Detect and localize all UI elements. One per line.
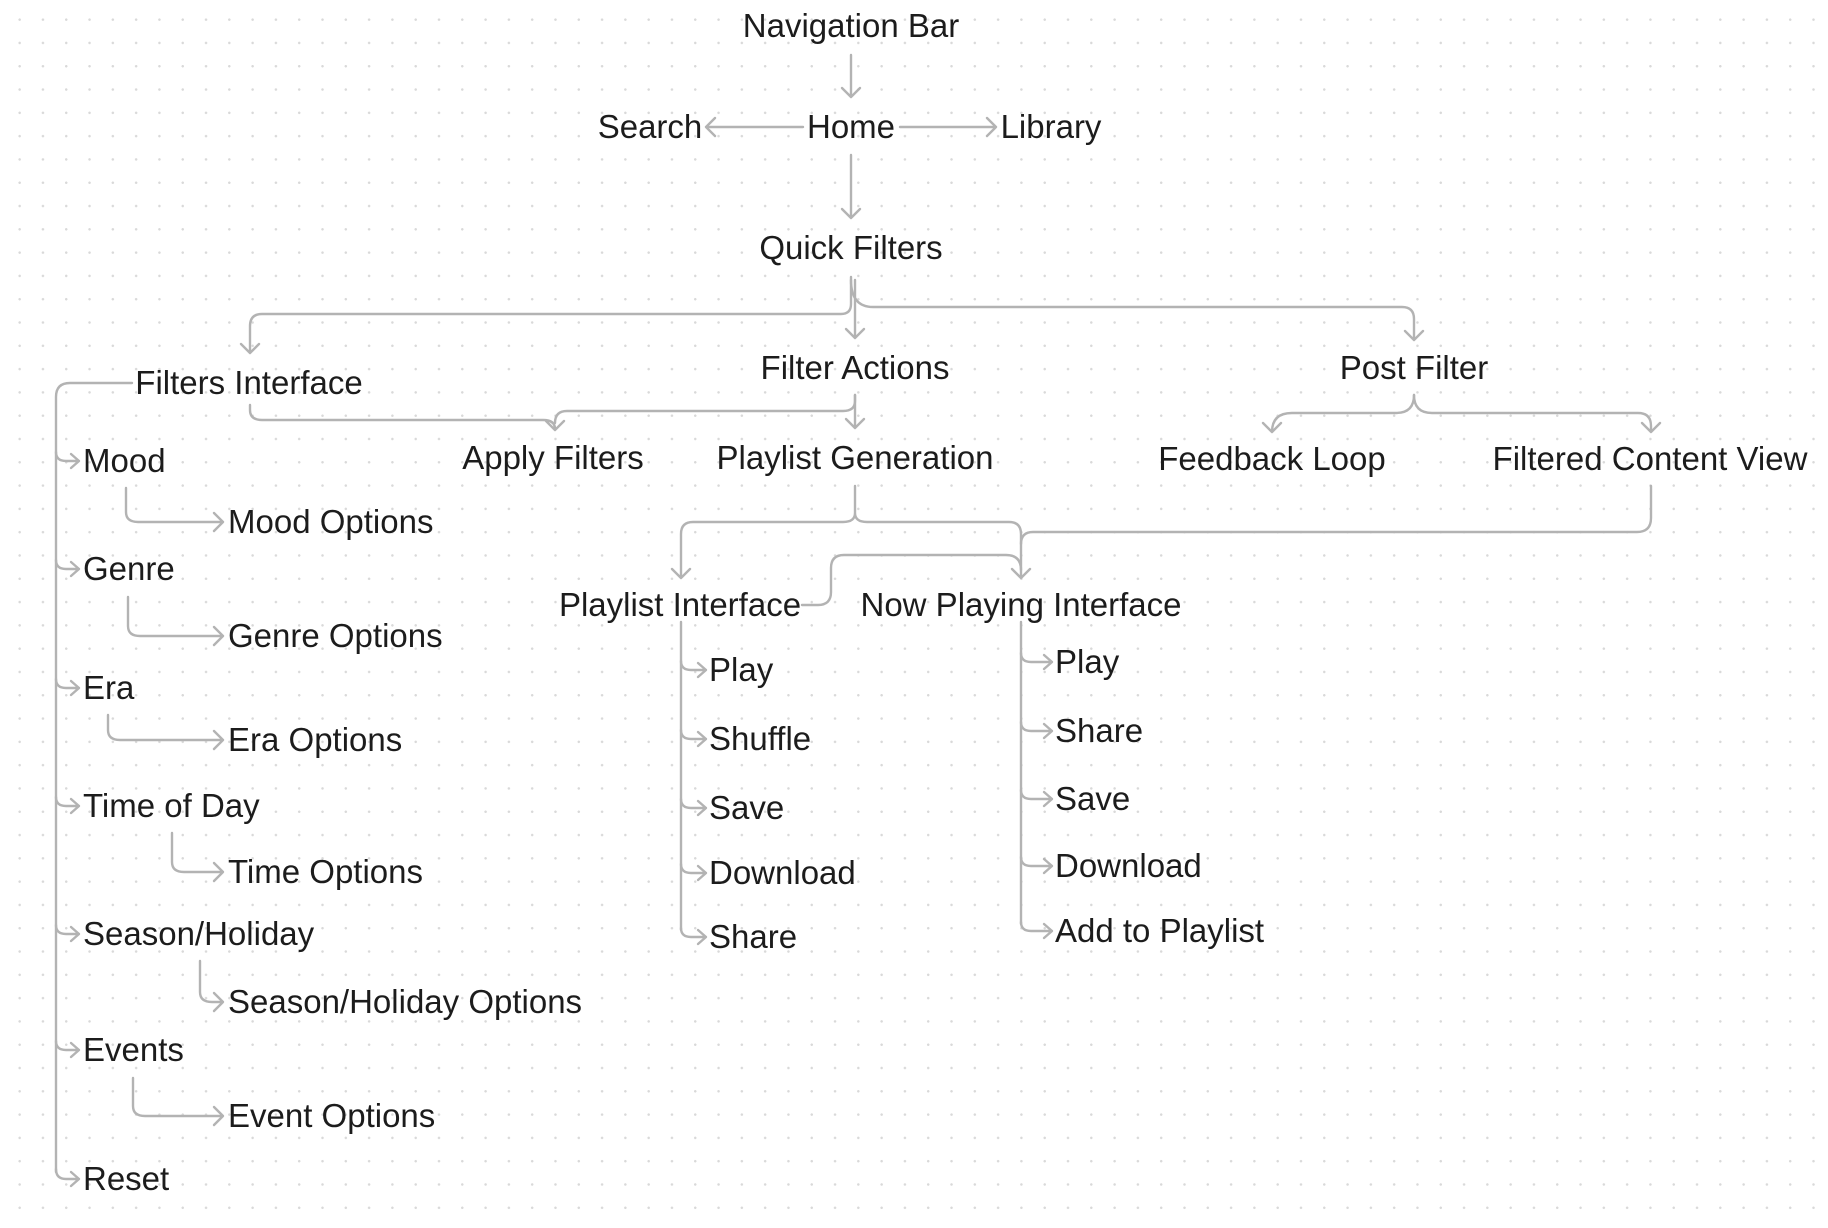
node-np-save[interactable]: Save: [1055, 780, 1131, 817]
node-playlist-generation[interactable]: Playlist Generation: [716, 439, 994, 476]
edge-trunk-mood: [54, 450, 81, 470]
edge-timeofday-timeoptions: [170, 831, 225, 883]
node-apply-filters[interactable]: Apply Filters: [462, 439, 644, 476]
edge-navbar-home: [840, 53, 862, 99]
node-events[interactable]: Events: [83, 1031, 184, 1068]
node-playlist-interface[interactable]: Playlist Interface: [558, 586, 802, 623]
edge-np-share: [1019, 720, 1054, 740]
node-genre-options[interactable]: Genre Options: [228, 617, 443, 654]
edge-np-play: [1019, 651, 1054, 671]
node-playlist-shuffle[interactable]: Shuffle: [709, 720, 812, 757]
node-playlist-play[interactable]: Play: [709, 651, 774, 688]
edge-mood-moodoptions: [124, 486, 225, 533]
node-now-playing-interface[interactable]: Now Playing Interface: [860, 586, 1182, 623]
edge-home-library: [898, 116, 998, 138]
edge-filteractions-playlistgeneration: [844, 393, 866, 430]
edge-quickfilters-filtersinterface: [239, 275, 853, 355]
node-playlist-save[interactable]: Save: [709, 789, 785, 826]
node-era-options[interactable]: Era Options: [228, 721, 403, 758]
edge-playlistinterface-nowplaying: [800, 553, 1023, 607]
edge-trunk-events: [54, 1039, 81, 1059]
edge-quickfilters-postfilter: [849, 278, 1425, 342]
edge-postfilter-feedbackloop: [1261, 393, 1416, 434]
edge-genre-genreoptions: [126, 595, 225, 647]
node-quick-filters[interactable]: Quick Filters: [759, 229, 943, 266]
node-mood[interactable]: Mood: [83, 442, 166, 479]
edge-trunk-timeofday: [54, 795, 81, 815]
edge-trunk-seasonholiday: [54, 923, 81, 943]
node-np-add-to-playlist[interactable]: Add to Playlist: [1055, 912, 1265, 949]
node-post-filter[interactable]: Post Filter: [1339, 349, 1489, 386]
node-season-holiday-options[interactable]: Season/Holiday Options: [228, 983, 583, 1020]
node-search[interactable]: Search: [597, 108, 703, 145]
node-reset[interactable]: Reset: [83, 1160, 170, 1197]
edge-filteractions-applyfilters: [553, 393, 857, 425]
node-playlist-share[interactable]: Share: [709, 918, 798, 955]
node-mood-options[interactable]: Mood Options: [228, 503, 434, 540]
edge-playlistgeneration-interfaces: [670, 484, 1032, 580]
node-np-play[interactable]: Play: [1055, 643, 1120, 680]
node-filters-interface[interactable]: Filters Interface: [135, 364, 363, 401]
node-season-holiday[interactable]: Season/Holiday: [83, 915, 315, 952]
edge-trunk-era: [54, 677, 81, 697]
edge-trunk-genre: [54, 558, 81, 578]
edge-home-search: [704, 116, 805, 138]
node-time-options[interactable]: Time Options: [228, 853, 424, 890]
edge-filteredcontentview-nowplaying: [1019, 484, 1653, 546]
node-home[interactable]: Home: [806, 108, 896, 145]
node-np-download[interactable]: Download: [1055, 847, 1202, 884]
edge-pl-download: [679, 862, 708, 882]
node-era[interactable]: Era: [83, 669, 135, 706]
node-navigation-bar[interactable]: Navigation Bar: [742, 7, 960, 44]
edge-pl-share: [679, 926, 708, 946]
node-np-share[interactable]: Share: [1055, 712, 1144, 749]
node-filtered-content-view[interactable]: Filtered Content View: [1492, 440, 1808, 477]
node-playlist-download[interactable]: Download: [709, 854, 856, 891]
node-event-options[interactable]: Event Options: [228, 1097, 436, 1134]
edge-np-addtoplaylist: [1019, 920, 1054, 940]
edge-era-eraoptions: [106, 713, 225, 751]
edge-np-download: [1019, 855, 1054, 875]
edge-trunk-reset: [54, 1167, 81, 1188]
node-library[interactable]: Library: [1000, 108, 1102, 145]
edge-np-save: [1019, 788, 1054, 808]
node-time-of-day[interactable]: Time of Day: [83, 787, 260, 824]
node-filter-actions[interactable]: Filter Actions: [760, 349, 950, 386]
edge-pl-play: [679, 659, 708, 679]
edge-filtersinterface-trunk: [54, 381, 134, 1174]
edge-pl-shuffle: [679, 728, 708, 748]
edge-quickfilters-filteractions: [844, 278, 866, 340]
edge-seasonholiday-seasonholidayoptions: [198, 959, 225, 1013]
edge-pl-save: [679, 797, 708, 817]
node-feedback-loop[interactable]: Feedback Loop: [1158, 440, 1386, 477]
edge-filtersinterface-applyfilters: [248, 403, 566, 432]
edge-postfilter-filteredcontentview: [1412, 393, 1662, 434]
edge-events-eventoptions: [131, 1076, 225, 1127]
edge-home-quickfilters: [840, 153, 862, 220]
node-genre[interactable]: Genre: [83, 550, 175, 587]
